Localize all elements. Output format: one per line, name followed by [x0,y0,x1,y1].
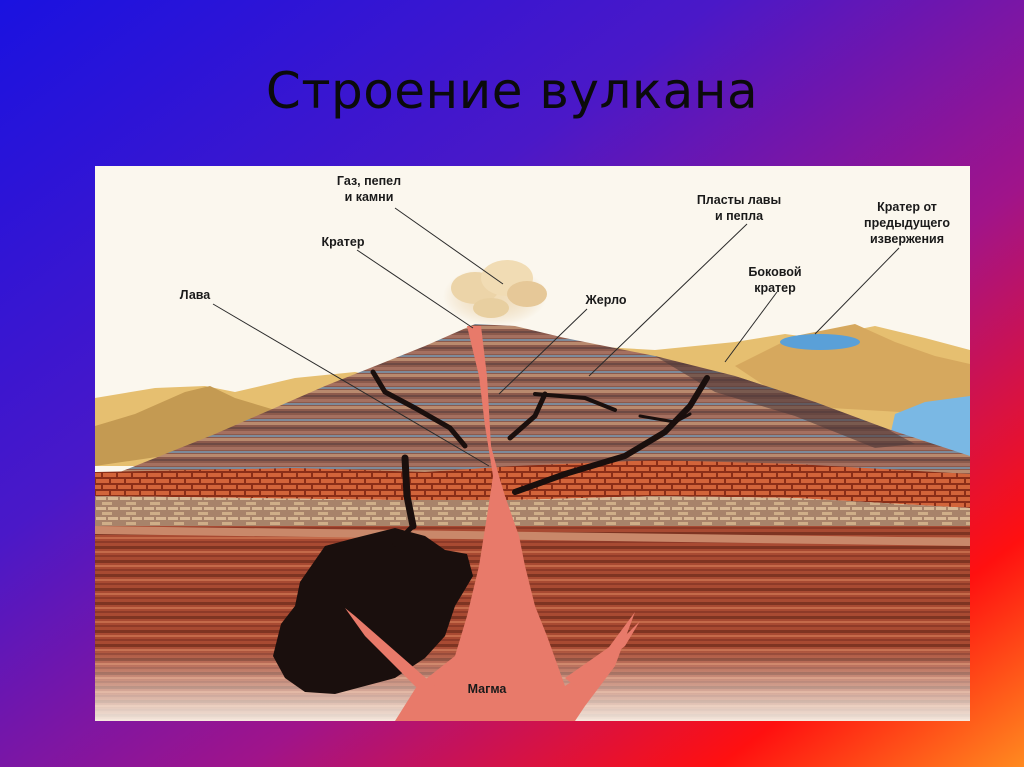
labels: Газ, пепел и камни Кратер Лава Жерло Пла… [180,174,951,696]
volcano-diagram: Газ, пепел и камни Кратер Лава Жерло Пла… [95,166,970,721]
eruption-cloud [443,260,547,326]
solidified-lava-mass [273,528,473,694]
label-old-crater-2: предыдущего [864,216,950,230]
magma-branch-left [345,608,435,696]
label-old-crater: Кратер от [877,200,937,214]
label-vent: Жерло [585,293,627,307]
label-gas: Газ, пепел [337,174,401,188]
label-layers-2: и пепла [715,209,764,223]
label-side-crater: Боковой [748,265,801,279]
label-old-crater-3: извержения [870,232,944,246]
old-crater-lake [780,334,860,350]
dark-dikes [370,369,710,547]
left-hill [95,386,355,466]
cone-shadow [655,356,915,448]
magma-branch-right [565,621,640,686]
label-side-crater-2: кратер [754,281,796,295]
label-gas-2: и камни [345,190,394,204]
leader-lines [212,207,900,467]
slide-title: Строение вулкана [265,62,759,120]
label-lava: Лава [180,288,212,302]
label-magma: Магма [468,682,508,696]
label-layers: Пласты лавы [697,193,781,207]
label-crater: Кратер [322,235,365,249]
magma-conduit [395,326,635,721]
deep-strata-top [95,526,970,546]
